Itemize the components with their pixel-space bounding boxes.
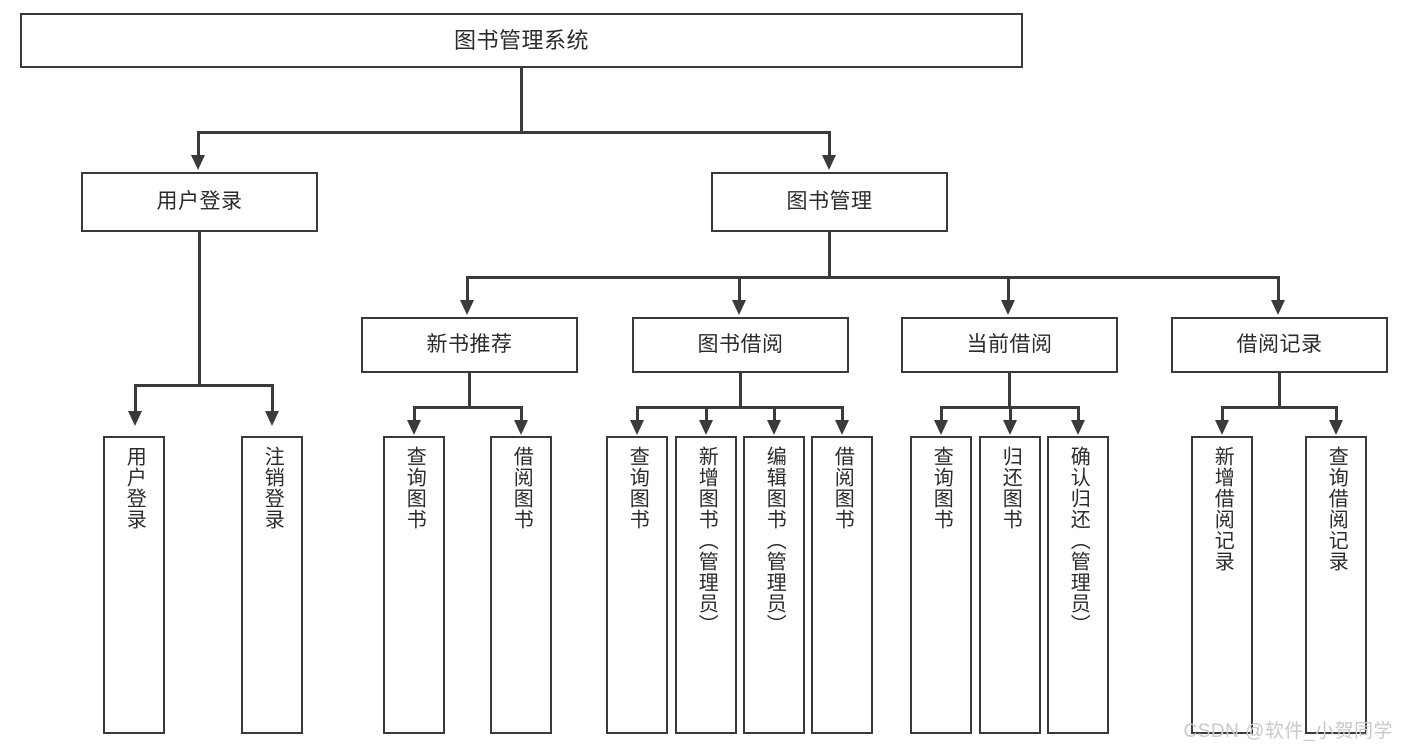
- leaf-user-login-login[interactable]: 用户登录: [103, 436, 165, 734]
- connector-drop-current-borrow: [1007, 276, 1010, 302]
- connector-book-borrow-stem: [739, 373, 742, 406]
- node-label: 编辑图书（管理员）: [763, 446, 786, 635]
- node-label: 图书管理系统: [453, 27, 589, 53]
- connector-drop-user-login: [197, 131, 200, 157]
- connector-drop-bb-2: [705, 406, 708, 422]
- connector-drop-bb-4: [841, 406, 844, 422]
- connector-drop-login-2: [271, 384, 274, 413]
- arrowhead-cb-1: [934, 420, 948, 435]
- connector-drop-br-2: [1335, 406, 1338, 422]
- arrowhead-br-2: [1329, 420, 1343, 435]
- node-label: 用户登录: [156, 189, 243, 213]
- connector-level3-bus: [466, 276, 1280, 279]
- connector-drop-cb-3: [1077, 406, 1080, 422]
- arrowhead-br-1: [1215, 420, 1229, 435]
- connector-new-book-stem: [468, 373, 471, 406]
- arrowhead-book-manage: [822, 155, 836, 170]
- node-borrow-record[interactable]: 借阅记录: [1171, 317, 1388, 373]
- leaf-new-book-query[interactable]: 查询图书: [383, 436, 445, 734]
- connector-drop-bb-1: [636, 406, 639, 422]
- connector-drop-login-1: [134, 384, 137, 413]
- connector-borrow-record-bus: [1221, 406, 1338, 409]
- connector-user-login-stem: [198, 232, 201, 384]
- leaf-new-book-borrow[interactable]: 借阅图书: [490, 436, 552, 734]
- connector-drop-new-book: [466, 276, 469, 302]
- connector-level2-bus: [197, 131, 831, 134]
- node-label: 查询图书: [930, 446, 953, 530]
- leaf-current-borrow-return[interactable]: 归还图书: [979, 436, 1041, 734]
- arrowhead-book-borrow: [732, 300, 746, 315]
- connector-root-stem: [520, 68, 523, 131]
- node-label: 新书推荐: [426, 332, 513, 356]
- node-label: 归还图书: [999, 446, 1022, 530]
- node-label: 查询图书: [403, 446, 426, 530]
- connector-book-borrow-bus: [636, 406, 844, 409]
- connector-drop-br-1: [1221, 406, 1224, 422]
- node-label: 图书借阅: [697, 332, 784, 356]
- node-label: 新增图书（管理员）: [695, 446, 718, 635]
- watermark-text: CSDN @软件_小贺同学: [1183, 721, 1393, 742]
- leaf-current-borrow-query[interactable]: 查询图书: [910, 436, 972, 734]
- node-new-book-recommend[interactable]: 新书推荐: [361, 317, 578, 373]
- leaf-borrow-record-query[interactable]: 查询借阅记录: [1305, 436, 1367, 734]
- leaf-book-borrow-borrow[interactable]: 借阅图书: [811, 436, 873, 734]
- arrowhead-cb-2: [1003, 420, 1017, 435]
- connector-drop-bb-3: [773, 406, 776, 422]
- connector-borrow-record-stem: [1278, 373, 1281, 406]
- node-label: 图书管理: [786, 189, 873, 213]
- arrowhead-bb-2: [699, 420, 713, 435]
- leaf-current-borrow-confirm[interactable]: 确认归还（管理员）: [1047, 436, 1109, 734]
- node-label: 当前借阅: [966, 332, 1053, 356]
- connector-drop-cb-2: [1009, 406, 1012, 422]
- connector-new-book-bus: [413, 406, 523, 409]
- node-label: 借阅记录: [1236, 332, 1323, 356]
- node-label: 借阅图书: [831, 446, 854, 530]
- leaf-user-login-logout[interactable]: 注销登录: [241, 436, 303, 734]
- arrowhead-login-1: [128, 411, 142, 426]
- connector-drop-cb-1: [940, 406, 943, 422]
- arrowhead-newbook-1: [407, 420, 421, 435]
- arrowhead-user-login: [191, 155, 205, 170]
- node-root-system[interactable]: 图书管理系统: [20, 13, 1023, 68]
- arrowhead-new-book: [460, 300, 474, 315]
- arrowhead-newbook-2: [514, 420, 528, 435]
- arrowhead-current-borrow: [1001, 300, 1015, 315]
- connector-drop-book-manage: [828, 131, 831, 157]
- node-book-management[interactable]: 图书管理: [711, 172, 948, 232]
- node-label: 用户登录: [123, 446, 146, 530]
- node-label: 查询图书: [626, 446, 649, 530]
- node-label: 新增借阅记录: [1211, 446, 1234, 572]
- connector-user-login-bus: [134, 384, 274, 387]
- connector-current-borrow-stem: [1008, 373, 1011, 406]
- connector-drop-book-borrow: [738, 276, 741, 302]
- arrowhead-borrow-record: [1271, 300, 1285, 315]
- node-current-borrow[interactable]: 当前借阅: [901, 317, 1118, 373]
- arrowhead-bb-3: [767, 420, 781, 435]
- node-book-borrow[interactable]: 图书借阅: [632, 317, 849, 373]
- node-user-login[interactable]: 用户登录: [81, 172, 318, 232]
- arrowhead-login-2: [265, 411, 279, 426]
- node-label: 借阅图书: [510, 446, 533, 530]
- node-label: 注销登录: [261, 446, 284, 530]
- leaf-book-borrow-edit[interactable]: 编辑图书（管理员）: [743, 436, 805, 734]
- arrowhead-bb-1: [630, 420, 644, 435]
- node-label: 查询借阅记录: [1325, 446, 1348, 572]
- connector-book-manage-stem: [828, 232, 831, 276]
- leaf-book-borrow-add[interactable]: 新增图书（管理员）: [675, 436, 737, 734]
- leaf-book-borrow-query[interactable]: 查询图书: [606, 436, 668, 734]
- arrowhead-cb-3: [1071, 420, 1085, 435]
- node-label: 确认归还（管理员）: [1067, 446, 1090, 635]
- connector-drop-borrow-record: [1277, 276, 1280, 302]
- arrowhead-bb-4: [835, 420, 849, 435]
- connector-drop-newbook-2: [520, 406, 523, 422]
- leaf-borrow-record-add[interactable]: 新增借阅记录: [1191, 436, 1253, 734]
- connector-drop-newbook-1: [413, 406, 416, 422]
